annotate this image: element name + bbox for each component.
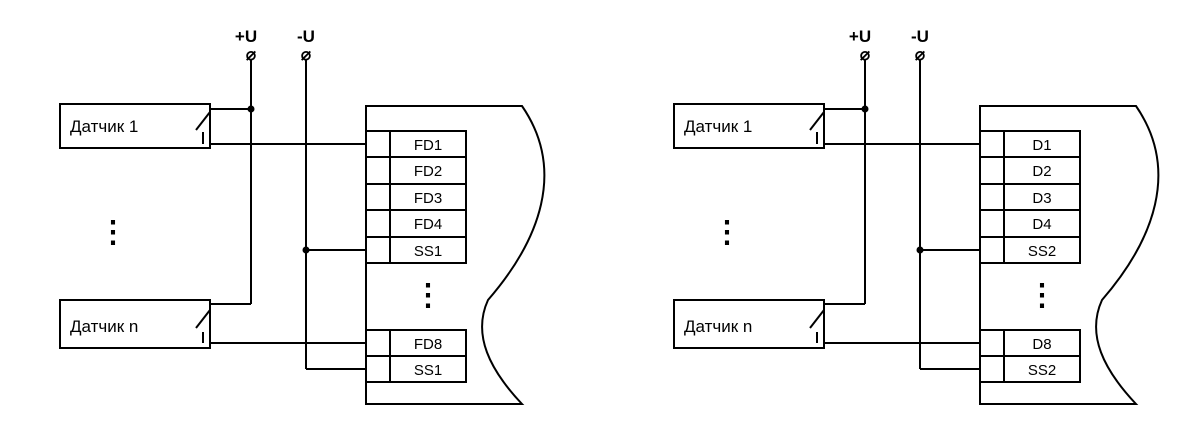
minus-u-label: -U bbox=[911, 27, 929, 46]
terminal-label: D8 bbox=[1032, 336, 1051, 353]
switch-contact-icon bbox=[195, 304, 211, 343]
plus-terminal-symbol: ⌀ bbox=[246, 45, 257, 64]
terminal-strip-bottom bbox=[365, 329, 467, 383]
terminal-strip-top bbox=[365, 130, 467, 264]
switch-contact-icon bbox=[809, 109, 825, 144]
controller-block bbox=[979, 105, 1160, 405]
plus-u-label: +U bbox=[849, 27, 871, 46]
terminal-label: FD8 bbox=[414, 336, 442, 353]
terminal-label: FD3 bbox=[414, 190, 442, 207]
minus-u-label: -U bbox=[297, 27, 315, 46]
diagram-panel-left: +U -U ⌀ ⌀ Датчик 1 ⋮ bbox=[59, 27, 546, 405]
terminal-label: SS1 bbox=[414, 362, 442, 379]
controller-block bbox=[365, 105, 546, 405]
terminal-label: SS2 bbox=[1028, 362, 1056, 379]
sensor-n: Датчик n bbox=[673, 299, 825, 349]
junction-dot bbox=[916, 246, 924, 254]
terminal-label: FD2 bbox=[414, 163, 442, 180]
wires bbox=[817, 60, 980, 370]
terminal-label: FD4 bbox=[414, 216, 442, 233]
sensor-n-label: Датчик n bbox=[684, 317, 752, 336]
terminal-label: FD1 bbox=[414, 137, 442, 154]
sensor-1: Датчик 1 bbox=[59, 103, 211, 149]
terminal-label: SS2 bbox=[1028, 243, 1056, 260]
terminal-label: D4 bbox=[1032, 216, 1051, 233]
terminal-ellipsis: ⋮ bbox=[1027, 279, 1057, 312]
junction-dot bbox=[302, 246, 310, 254]
terminal-label: D3 bbox=[1032, 190, 1051, 207]
diagram-panel-right: +U -U ⌀ ⌀ Датчик 1 ⋮ Д bbox=[673, 27, 1160, 405]
terminal-strip-top bbox=[979, 130, 1081, 264]
junction-dot bbox=[861, 105, 869, 113]
minus-terminal-symbol: ⌀ bbox=[915, 45, 926, 64]
wires bbox=[203, 60, 366, 370]
sensor-ellipsis: ⋮ bbox=[98, 216, 128, 249]
switch-contact-icon bbox=[809, 304, 825, 343]
terminal-label: D1 bbox=[1032, 137, 1051, 154]
plus-terminal-symbol: ⌀ bbox=[860, 45, 871, 64]
terminal-label: D2 bbox=[1032, 163, 1051, 180]
switch-contact-icon bbox=[195, 109, 211, 144]
sensor-1-label: Датчик 1 bbox=[684, 117, 752, 136]
terminal-label: SS1 bbox=[414, 243, 442, 260]
sensor-1: Датчик 1 bbox=[673, 103, 825, 149]
plus-u-label: +U bbox=[235, 27, 257, 46]
minus-terminal-symbol: ⌀ bbox=[301, 45, 312, 64]
sensor-ellipsis: ⋮ bbox=[712, 216, 742, 249]
junction-dot bbox=[247, 105, 255, 113]
sensor-n-label: Датчик n bbox=[70, 317, 138, 336]
sensor-1-label: Датчик 1 bbox=[70, 117, 138, 136]
terminal-strip-bottom bbox=[979, 329, 1081, 383]
terminal-ellipsis: ⋮ bbox=[413, 279, 443, 312]
sensor-n: Датчик n bbox=[59, 299, 211, 349]
